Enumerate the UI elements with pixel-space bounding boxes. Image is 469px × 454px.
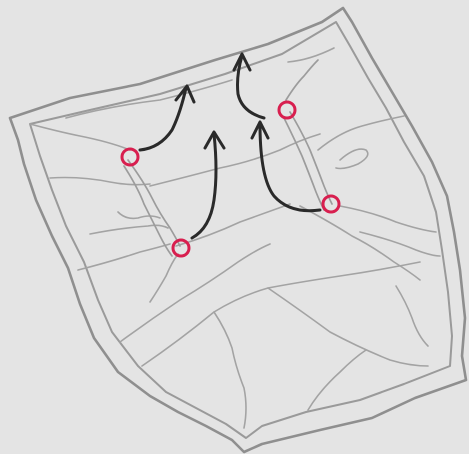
cloth-creases [30, 48, 440, 428]
arrow-center-left-shaft [192, 134, 216, 238]
ridge-right-twin [284, 118, 324, 210]
arrow-center-left [192, 132, 224, 238]
marker-upper-right [279, 102, 295, 118]
ridge-left [128, 160, 180, 246]
crease-right-swirl [336, 149, 368, 168]
crease-upper-left [30, 124, 130, 150]
crease-right-wave [396, 286, 428, 346]
crease-bottom-ridge [142, 262, 420, 366]
ridge-right [290, 112, 332, 204]
crease-center-fold [176, 204, 290, 246]
arrow-left [140, 86, 194, 150]
crease-left-rise [150, 254, 178, 302]
crease-mid-right-down [300, 206, 420, 280]
crease-top-right [288, 48, 334, 62]
crease-lower-wave [214, 312, 246, 428]
marker-lower-left [173, 240, 189, 256]
pinch-markers [122, 102, 339, 256]
crease-upper-right-curve [318, 116, 404, 150]
arrow-right [252, 122, 320, 211]
lift-arrows [140, 54, 320, 238]
crease-right-lower [360, 232, 440, 256]
crease-right-middle [340, 206, 436, 232]
marker-right [323, 196, 339, 212]
crease-upper-band [66, 80, 232, 118]
ridge-left-twin [124, 166, 172, 256]
arrow-top-center [234, 54, 264, 118]
crease-left-hook [118, 212, 160, 218]
ridge-top-right [286, 60, 318, 100]
crease-center-diag [150, 134, 320, 186]
crease-long-left-fold [78, 244, 170, 270]
